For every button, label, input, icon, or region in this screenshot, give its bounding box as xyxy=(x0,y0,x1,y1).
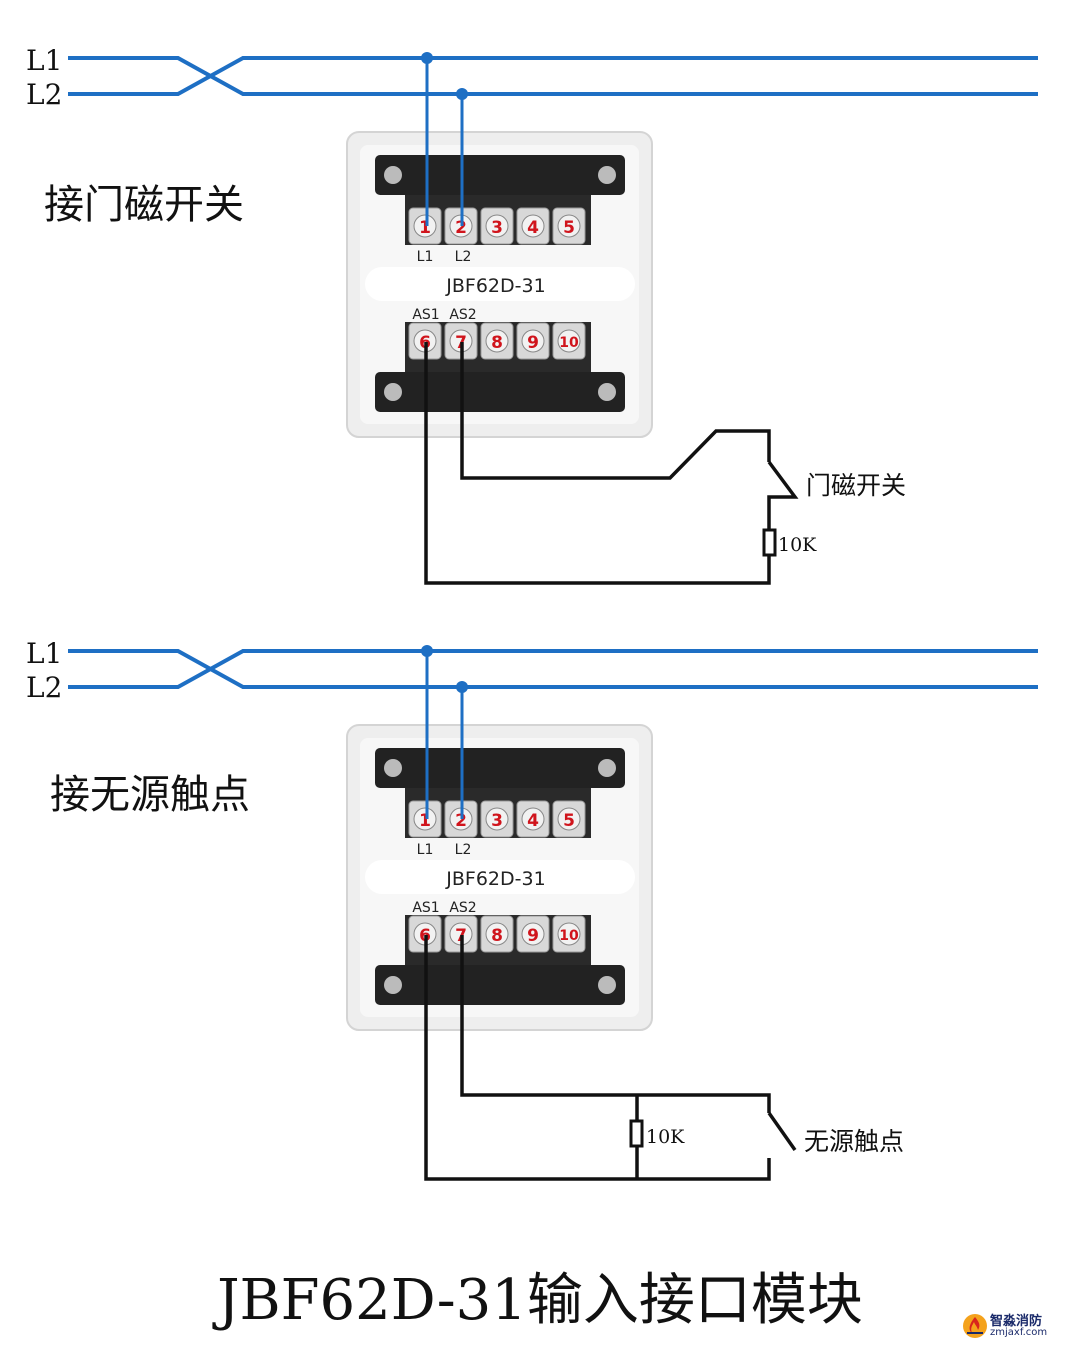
terminal-3: 3 xyxy=(480,207,514,245)
resistor-label: 10K xyxy=(646,1126,685,1148)
device-label: 门磁开关 xyxy=(806,471,906,500)
bottom-terminals: 6 7 8 9 10 xyxy=(408,915,586,953)
terminal-8: 8 xyxy=(480,915,514,953)
top-terminal-bar xyxy=(375,155,625,195)
screw-icon xyxy=(384,759,402,777)
bus-line-l2 xyxy=(68,56,1038,96)
terminal-10: 10 xyxy=(552,915,586,953)
bottom-terminals: 6 7 8 9 10 xyxy=(408,322,586,360)
terminal-8: 8 xyxy=(480,322,514,360)
junction-dot xyxy=(421,645,433,657)
terminal-number: 10 xyxy=(559,335,579,351)
screw-icon xyxy=(598,976,616,994)
top-terminals: 1 2 3 4 5 xyxy=(408,207,586,245)
flame-logo-icon xyxy=(963,1314,987,1338)
terminal-number: 8 xyxy=(491,333,503,353)
screw-icon xyxy=(384,976,402,994)
wire-as1 xyxy=(424,342,771,585)
bus-label-l1: L1 xyxy=(26,44,62,77)
terminal-number: 9 xyxy=(527,333,539,353)
terminal-label-as2: AS2 xyxy=(449,307,476,323)
diagram-heading: 接门磁开关 xyxy=(44,182,244,228)
screw-icon xyxy=(384,383,402,401)
terminal-number: 3 xyxy=(491,218,503,238)
top-terminal-bar xyxy=(375,748,625,788)
bus-label-l2: L2 xyxy=(26,671,62,704)
terminal-label-as1: AS1 xyxy=(412,307,439,323)
module-label: JBF62D-31 xyxy=(445,868,545,890)
screw-icon xyxy=(384,166,402,184)
terminal-10: 10 xyxy=(552,322,586,360)
terminal-label-as2: AS2 xyxy=(449,900,476,916)
junction-dot xyxy=(456,681,468,693)
logo-name: 智淼消防 xyxy=(990,1314,1043,1329)
terminal-label-l1: L1 xyxy=(417,842,434,858)
terminal-number: 4 xyxy=(527,218,539,238)
diagram-dry-contact: L1 L2 JBF62D-31 1 2 3 4 5 L1 L2 AS1 AS2 … xyxy=(26,637,1038,1181)
terminal-1: 1 xyxy=(408,207,442,245)
bottom-terminal-bar xyxy=(375,965,625,1005)
terminal-3: 3 xyxy=(480,800,514,838)
terminal-number: 2 xyxy=(455,811,467,831)
terminal-4: 4 xyxy=(516,800,550,838)
junction-dot xyxy=(456,88,468,100)
terminal-number: 4 xyxy=(527,811,539,831)
logo-site: zmjaxf.com xyxy=(990,1327,1048,1338)
terminal-label-l2: L2 xyxy=(455,842,472,858)
diagram-heading: 接无源触点 xyxy=(50,772,250,818)
terminal-number: 5 xyxy=(563,811,575,831)
terminal-label-l2: L2 xyxy=(455,249,472,265)
terminal-number: 3 xyxy=(491,811,503,831)
screw-icon xyxy=(598,383,616,401)
door-switch-contact xyxy=(767,460,799,530)
footer-title: JBF62D-31输入接口模块 xyxy=(217,1268,863,1333)
bus-line-l2 xyxy=(68,649,1038,689)
dry-contact-switch xyxy=(767,1111,797,1152)
wire-as2 xyxy=(460,342,771,480)
terminal-4: 4 xyxy=(516,207,550,245)
screw-icon xyxy=(598,166,616,184)
bus-label-l1: L1 xyxy=(26,637,62,670)
wire-as1 xyxy=(424,935,771,1181)
module-label-pill xyxy=(365,860,635,894)
terminal-5: 5 xyxy=(552,207,586,245)
terminal-label-as1: AS1 xyxy=(412,900,439,916)
brand-logo: 智淼消防 zmjaxf.com xyxy=(962,1310,1072,1344)
terminal-number: 1 xyxy=(419,218,431,238)
bus-label-l2: L2 xyxy=(26,78,62,111)
screw-icon xyxy=(598,759,616,777)
terminal-9: 9 xyxy=(516,915,550,953)
top-terminals: 1 2 3 4 5 xyxy=(408,800,586,838)
terminal-number: 2 xyxy=(455,218,467,238)
terminal-1: 1 xyxy=(408,800,442,838)
diagram-door-switch: L1 L2 JBF62D-31 1 2 3 4 5 L1 L2 AS1 AS2 … xyxy=(26,44,1038,585)
terminal-label-l1: L1 xyxy=(417,249,434,265)
terminal-number: 5 xyxy=(563,218,575,238)
junction-dot xyxy=(421,52,433,64)
module-label-pill xyxy=(365,267,635,301)
terminal-9: 9 xyxy=(516,322,550,360)
resistor-symbol xyxy=(762,528,777,557)
resistor-label: 10K xyxy=(778,534,817,556)
terminal-5: 5 xyxy=(552,800,586,838)
resistor-symbol xyxy=(629,1119,644,1148)
device-label: 无源触点 xyxy=(804,1127,904,1156)
module-label: JBF62D-31 xyxy=(445,275,545,297)
terminal-number: 9 xyxy=(527,926,539,946)
terminal-number: 1 xyxy=(419,811,431,831)
terminal-number: 8 xyxy=(491,926,503,946)
wire-as2 xyxy=(460,935,771,1113)
terminal-number: 10 xyxy=(559,928,579,944)
bottom-terminal-bar xyxy=(375,372,625,412)
